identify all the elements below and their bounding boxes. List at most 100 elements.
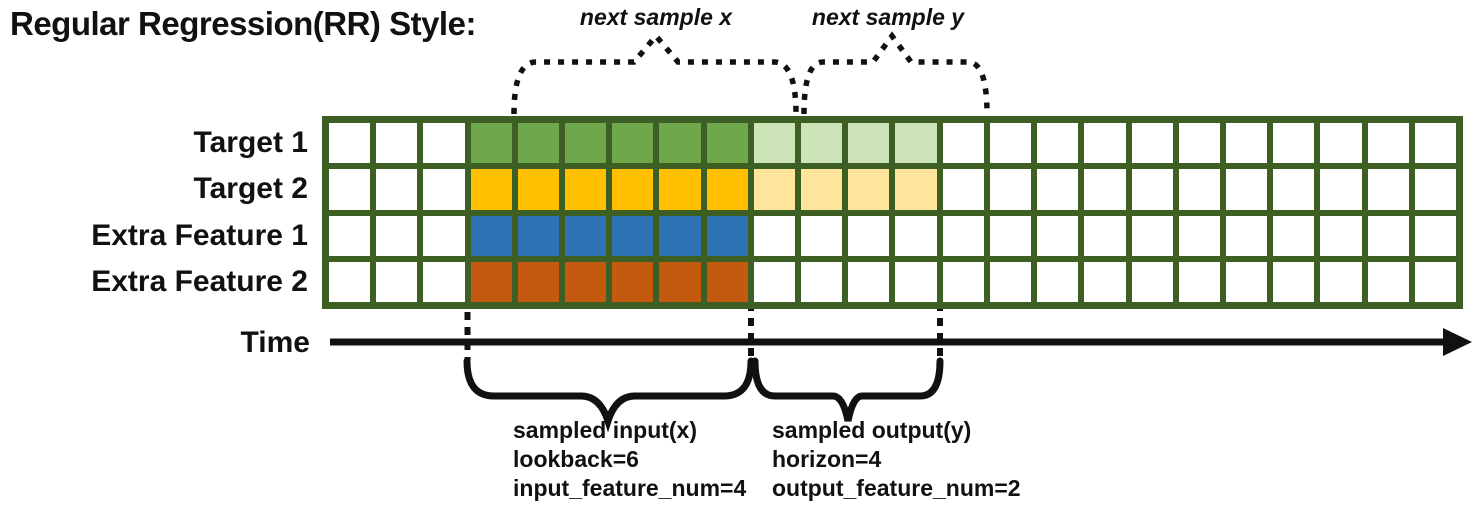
grid-cell xyxy=(423,261,465,302)
grid-cell xyxy=(801,261,843,302)
grid-cell xyxy=(753,261,796,302)
row-label-target-2: Target 2 xyxy=(193,172,308,205)
grid-cell xyxy=(895,169,937,210)
grid-cell xyxy=(612,215,654,256)
grid-cell xyxy=(1084,215,1126,256)
grid-cell xyxy=(989,261,1032,302)
row-label-extra-feature-1: Extra Feature 1 xyxy=(91,219,308,252)
grid-cell xyxy=(848,215,890,256)
grid-cell xyxy=(1273,261,1315,302)
grid-cell xyxy=(470,261,512,302)
grid-cell xyxy=(1414,215,1456,256)
sampled-output-title: sampled output(y) xyxy=(772,417,972,443)
grid-cell xyxy=(659,123,701,164)
grid-cell xyxy=(942,215,984,256)
grid-cell xyxy=(1178,123,1220,164)
grid-cell xyxy=(376,123,418,164)
grid-cell xyxy=(706,215,748,256)
grid-cell xyxy=(801,169,843,210)
grid-cell xyxy=(1131,261,1173,302)
grid-cell xyxy=(1414,169,1456,210)
grid-cell xyxy=(329,169,371,210)
time-series-grid xyxy=(322,116,1463,309)
row-label-target-1: Target 1 xyxy=(193,126,308,159)
grid-cell xyxy=(1225,261,1268,302)
grid-cell xyxy=(706,169,748,210)
sampled-input-annotation: sampled input(x) lookback=6 input_featur… xyxy=(513,416,746,503)
horizon-value: horizon=4 xyxy=(772,446,882,472)
grid-cell xyxy=(1225,169,1268,210)
grid-cell xyxy=(1225,123,1268,164)
grid-cell xyxy=(565,123,607,164)
next-sample-y-brace xyxy=(801,31,990,115)
grid-cell xyxy=(659,261,701,302)
grid-cell xyxy=(1178,261,1220,302)
grid-cell xyxy=(423,123,465,164)
grid-cell xyxy=(329,123,371,164)
next-sample-x-label: next sample x xyxy=(579,4,733,30)
grid-cell xyxy=(517,169,560,210)
grid-cell xyxy=(1320,123,1362,164)
sampled-output-annotation: sampled output(y) horizon=4 output_featu… xyxy=(772,416,1021,503)
time-axis-arrowhead xyxy=(1443,328,1472,356)
grid-cell xyxy=(1367,123,1409,164)
grid-cell xyxy=(659,215,701,256)
grid-cell xyxy=(942,261,984,302)
grid-cell xyxy=(1178,169,1220,210)
grid-cell xyxy=(1084,261,1126,302)
grid-cell xyxy=(565,261,607,302)
grid-cell xyxy=(612,169,654,210)
sampled-input-brace xyxy=(463,357,755,433)
grid-cell xyxy=(565,215,607,256)
grid-cell xyxy=(1131,123,1173,164)
grid-cell xyxy=(706,123,748,164)
grid-cell xyxy=(989,215,1032,256)
grid-cell xyxy=(895,123,937,164)
grid-cell xyxy=(423,169,465,210)
output-feature-num-value: output_feature_num=2 xyxy=(772,475,1021,501)
grid-cell xyxy=(1367,215,1409,256)
grid-cell xyxy=(470,215,512,256)
grid-cell xyxy=(942,169,984,210)
grid-cell xyxy=(565,169,607,210)
grid-cell xyxy=(1414,261,1456,302)
grid-cell xyxy=(1131,169,1173,210)
grid-cell xyxy=(753,215,796,256)
grid-cell xyxy=(989,169,1032,210)
sampled-output-brace xyxy=(751,357,944,422)
grid-cell xyxy=(848,169,890,210)
grid-cell xyxy=(376,215,418,256)
grid-cell xyxy=(329,261,371,302)
grid-cell xyxy=(376,169,418,210)
grid-cell xyxy=(801,123,843,164)
grid-cell xyxy=(895,261,937,302)
grid-cell xyxy=(1037,123,1079,164)
grid-cell xyxy=(848,123,890,164)
grid-cell xyxy=(376,261,418,302)
grid-cell xyxy=(895,215,937,256)
grid-cell xyxy=(1131,215,1173,256)
next-sample-x-brace xyxy=(511,31,799,115)
grid-cell xyxy=(659,169,701,210)
grid-cell xyxy=(1320,169,1362,210)
grid-cell xyxy=(1084,169,1126,210)
grid-cell xyxy=(517,261,560,302)
grid-cell xyxy=(329,215,371,256)
grid-cell xyxy=(1273,215,1315,256)
grid-cell xyxy=(1320,261,1362,302)
grid-cell xyxy=(801,215,843,256)
grid-cell xyxy=(753,123,796,164)
grid-cell xyxy=(942,123,984,164)
grid-cell xyxy=(1037,169,1079,210)
grid-cell xyxy=(1367,169,1409,210)
sampled-input-title: sampled input(x) xyxy=(513,417,698,443)
grid-cell xyxy=(753,169,796,210)
grid-cell xyxy=(989,123,1032,164)
grid-cell xyxy=(1084,123,1126,164)
diagram-title: Regular Regression(RR) Style: xyxy=(10,5,476,42)
grid-cell xyxy=(1178,215,1220,256)
grid-cell xyxy=(1367,261,1409,302)
grid-cell xyxy=(1037,261,1079,302)
grid-cell xyxy=(706,261,748,302)
